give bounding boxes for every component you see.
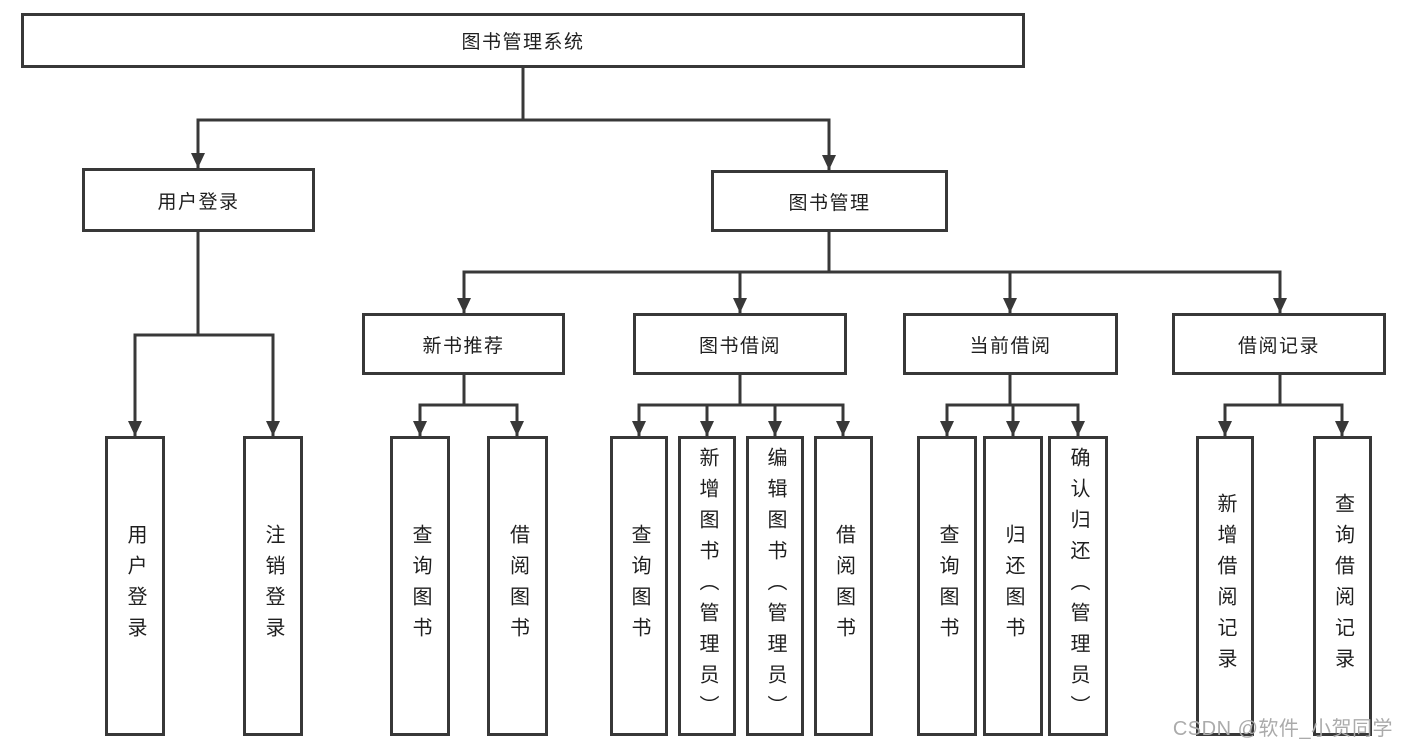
node-book-borrowing: 图书借阅 [633,313,847,375]
node-query-books-recommend: 查询图书 [390,436,450,736]
node-add-book-admin: 新增图书（管理员） [678,436,736,736]
node-label: 图书管理系统 [461,32,585,53]
node-library-system: 图书管理系统 [21,13,1025,68]
node-book-management: 图书管理 [711,170,948,232]
node-add-borrow-record: 新增借阅记录 [1196,436,1254,736]
node-borrowing-records: 借阅记录 [1172,313,1386,375]
node-query-borrow-record: 查询借阅记录 [1313,436,1372,736]
node-label: 新增图书（管理员） [696,446,718,726]
node-label: 查询图书 [409,524,431,648]
node-user-login-leaf: 用户登录 [105,436,165,736]
node-label: 确认归还（管理员） [1067,446,1089,726]
node-label: 查询图书 [628,524,650,648]
node-query-books-borrowing: 查询图书 [610,436,668,736]
node-label: 当前借阅 [969,335,1052,357]
node-label: 借阅记录 [1237,335,1320,357]
node-borrow-books-borrowing: 借阅图书 [814,436,873,736]
node-label: 借阅图书 [832,524,855,648]
node-current-borrowing: 当前借阅 [903,313,1118,375]
node-label: 查询借阅记录 [1331,493,1354,679]
node-label: 归还图书 [1002,524,1024,648]
node-logout: 注销登录 [243,436,303,736]
node-label: 用户登录 [124,524,146,648]
node-label: 查询图书 [936,524,958,648]
node-label: 新增借阅记录 [1214,493,1236,679]
node-label: 注销登录 [262,524,284,648]
node-label: 图书借阅 [698,335,781,357]
node-label: 编辑图书（管理员） [764,446,786,726]
node-user-login: 用户登录 [82,168,315,232]
node-label: 用户登录 [157,191,240,213]
node-return-books: 归还图书 [983,436,1043,736]
node-new-book-recommendation: 新书推荐 [362,313,565,375]
node-borrow-books-recommend: 借阅图书 [487,436,548,736]
node-confirm-return-admin: 确认归还（管理员） [1048,436,1108,736]
node-label: 图书管理 [788,192,871,214]
node-label: 新书推荐 [422,335,505,357]
node-label: 借阅图书 [506,524,529,648]
csdn-watermark: CSDN @软件_小贺同学 [1172,718,1393,740]
node-edit-book-admin: 编辑图书（管理员） [746,436,804,736]
node-query-books-current: 查询图书 [917,436,977,736]
